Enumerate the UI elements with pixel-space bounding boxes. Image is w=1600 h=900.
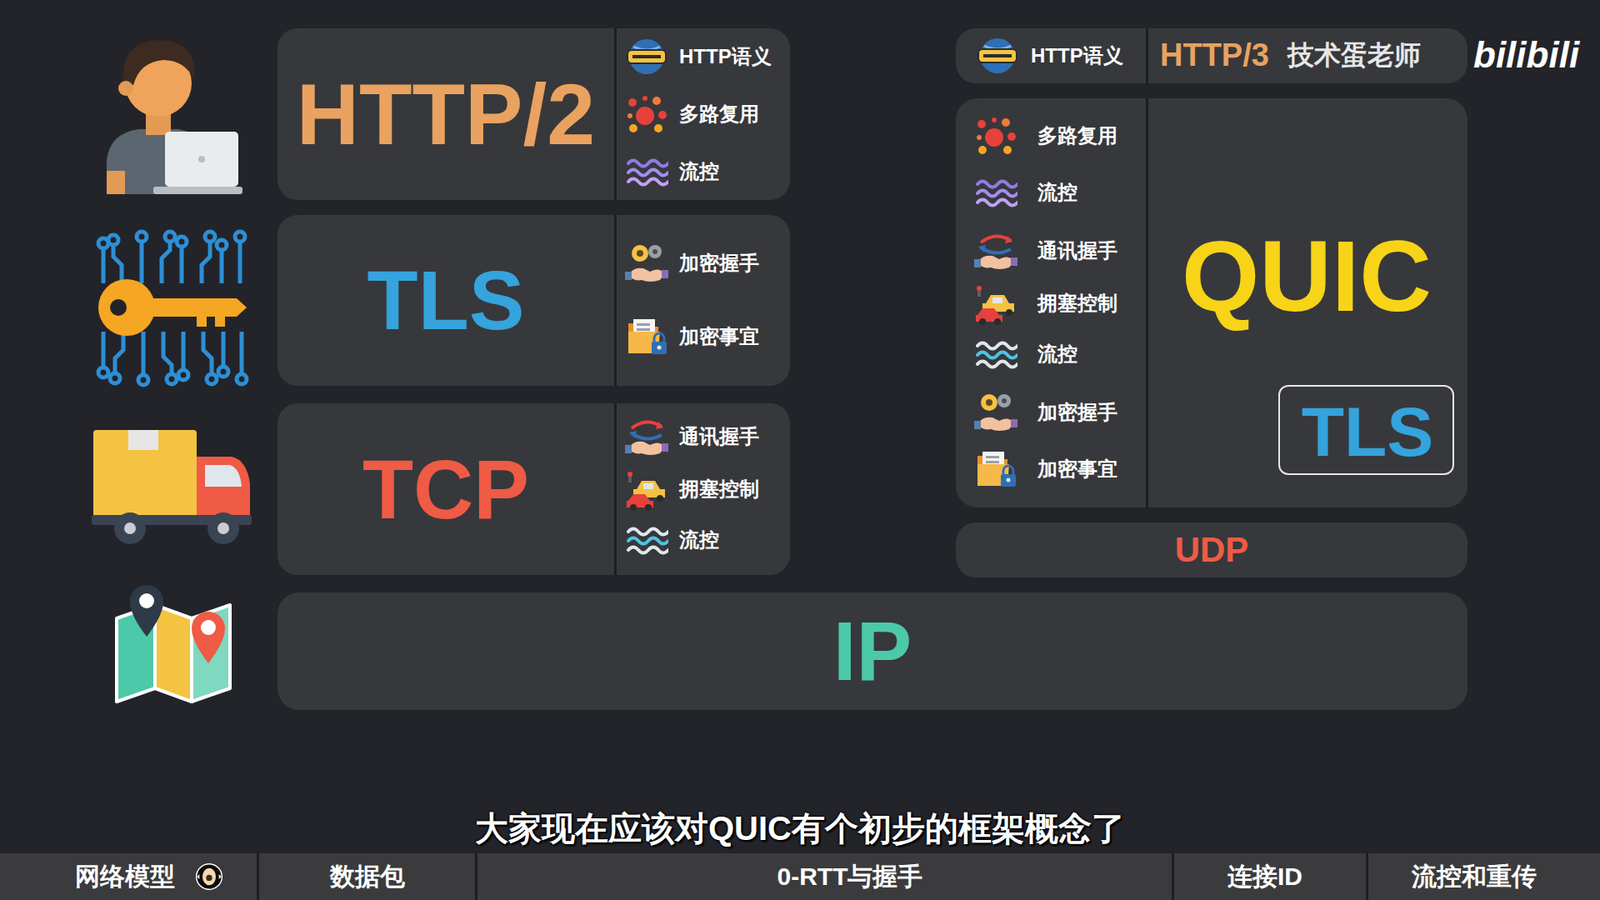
- layer-name: QUIC: [1181, 225, 1432, 326]
- multi-icon: [625, 92, 669, 136]
- feature-label: 流控: [1037, 180, 1078, 205]
- user-icon: [106, 40, 243, 195]
- feature-label: 加密握手: [679, 251, 760, 275]
- feature-label: 多路复用: [1037, 124, 1118, 148]
- truck-icon: [91, 430, 252, 545]
- gear-icon: [974, 390, 1018, 435]
- multi-icon: [974, 114, 1018, 158]
- flow-icon: [974, 170, 1018, 215]
- feature-label: 拥塞控制: [1037, 291, 1118, 315]
- gear-icon: [625, 241, 669, 285]
- feature-label: 拥塞控制: [679, 477, 760, 501]
- flow2-icon: [625, 518, 669, 562]
- feature-label: 多路复用: [679, 102, 760, 126]
- layer-name: HTTP/2: [296, 70, 595, 158]
- key-icon: [98, 231, 247, 385]
- chapter-tab: 连接ID: [1227, 864, 1303, 890]
- feature-label: 加密握手: [1037, 400, 1118, 425]
- divider-line: [614, 403, 617, 575]
- feature-label: 通讯握手: [1037, 239, 1118, 263]
- map-pin: [130, 585, 225, 664]
- subtitle: 大家现在应该对QUIC有个初步的框架概念了: [0, 809, 1600, 848]
- feature-label: 通讯握手: [679, 425, 760, 449]
- watermark: 技术蛋老师: [1287, 40, 1421, 71]
- layer-box: TLS: [1278, 385, 1455, 475]
- folder-icon: [625, 315, 669, 359]
- feature-label: 流控: [1037, 342, 1078, 366]
- chapter-bar: 网络模型 数据包 0-RTT与握手 连接ID 流控和重传: [0, 853, 1600, 900]
- folder-icon: [974, 447, 1018, 491]
- map-icon: [116, 605, 230, 702]
- divider-line: [1171, 853, 1175, 900]
- hand-icon: [625, 415, 669, 459]
- chapter-tab: 网络模型: [75, 864, 175, 890]
- feature-label: 加密事宜: [1037, 457, 1118, 481]
- layer-box: IP: [277, 592, 1468, 710]
- divider-line: [614, 215, 617, 386]
- feature-label: HTTP语义: [1030, 44, 1124, 68]
- divider-line: [614, 28, 617, 200]
- divider-line: [1365, 853, 1369, 900]
- layer-name: TCP: [362, 447, 530, 531]
- flow-icon: [625, 150, 669, 194]
- layer-box: TLS 加密握手加密事宜: [277, 215, 790, 386]
- watermark: bilibili: [1473, 34, 1580, 77]
- eye-icon: [193, 860, 225, 893]
- chapter-tab: 0-RTT与握手: [777, 864, 924, 890]
- layer-box: HTTP/2 HTTP语义多路复用流控: [277, 28, 790, 200]
- cars-icon: [625, 467, 669, 511]
- hand-icon: [974, 229, 1018, 273]
- feature-label: 加密事宜: [679, 325, 760, 349]
- divider-line: [1145, 28, 1149, 84]
- flow2-icon: [974, 332, 1018, 376]
- layer-name: IP: [833, 609, 912, 693]
- http-icon: [975, 34, 1020, 78]
- layer-box: TLS多路复用流控通讯握手拥塞控制流控加密握手加密事宜QUIC: [955, 98, 1468, 508]
- feature-label: HTTP语义: [679, 45, 772, 69]
- layer-name: TLS: [1301, 396, 1435, 467]
- key-shape: [98, 279, 247, 336]
- layer-box: UDP: [955, 522, 1468, 578]
- layer-name: HTTP/3: [1160, 37, 1270, 75]
- cars-icon: [974, 281, 1018, 325]
- layer-name: TLS: [367, 258, 525, 342]
- http-icon: [625, 35, 669, 79]
- divider-line: [475, 853, 478, 900]
- layer-name: UDP: [1175, 532, 1250, 568]
- layer-box: TCP 通讯握手拥塞控制流控: [277, 403, 790, 575]
- chapter-tab: 数据包: [330, 864, 405, 890]
- feature-label: 流控: [679, 528, 720, 552]
- divider-line: [1145, 98, 1149, 508]
- feature-label: 流控: [679, 160, 720, 184]
- divider-line: [256, 853, 260, 900]
- chapter-tab: 流控和重传: [1411, 864, 1537, 890]
